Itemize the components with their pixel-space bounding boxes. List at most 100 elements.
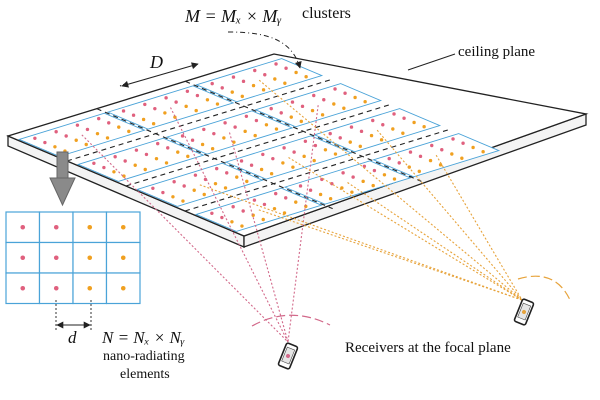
nano-element xyxy=(289,115,293,119)
nano-element xyxy=(202,192,206,197)
nano-element xyxy=(338,136,342,140)
nano-element xyxy=(230,220,234,224)
nano-element xyxy=(245,179,249,184)
nano-element xyxy=(190,138,195,142)
nano-element xyxy=(259,167,264,172)
nano-element xyxy=(401,131,405,135)
nano-element xyxy=(422,125,426,129)
nano-element xyxy=(274,62,278,66)
nano-element xyxy=(121,109,126,113)
nano-element xyxy=(215,166,219,171)
nano-element xyxy=(144,152,149,157)
nano-element xyxy=(263,73,267,77)
nano-element xyxy=(261,217,265,222)
nano-element xyxy=(156,141,160,146)
nano-element xyxy=(430,143,434,148)
receiver-arc-left xyxy=(251,314,331,327)
nano-element xyxy=(397,161,401,165)
grid-line xyxy=(184,128,452,212)
focus-ray xyxy=(347,182,523,301)
nano-element xyxy=(131,113,136,117)
nano-element xyxy=(186,154,190,159)
nano-element xyxy=(320,113,325,117)
nano-element xyxy=(143,167,147,172)
nano-element xyxy=(210,211,214,215)
period-label-D: D xyxy=(150,52,163,72)
nano-element xyxy=(75,123,80,127)
elements-label-line2: elements xyxy=(120,367,170,382)
nano-element xyxy=(303,139,308,143)
nano-element xyxy=(349,125,354,129)
nano-element xyxy=(333,87,337,91)
nano-element xyxy=(412,120,416,125)
nano-element xyxy=(182,184,186,188)
nano-element xyxy=(105,136,110,140)
focus-ray xyxy=(228,132,289,343)
nano-element xyxy=(239,159,244,163)
nano-element xyxy=(253,133,257,138)
nano-element xyxy=(298,184,303,188)
nano-element xyxy=(282,211,287,215)
nano-element xyxy=(372,168,377,173)
nano-element xyxy=(213,181,218,186)
nano-element xyxy=(117,125,121,129)
nano-element xyxy=(185,89,190,93)
nano-element xyxy=(348,140,352,144)
period-dimension xyxy=(119,62,199,88)
nano-element xyxy=(43,140,47,145)
nano-element xyxy=(240,224,244,228)
nano-element xyxy=(341,171,345,175)
nano-element xyxy=(371,183,375,188)
nano-element xyxy=(451,137,455,141)
nano-element xyxy=(102,165,106,170)
nano-element xyxy=(350,190,354,194)
nano-element xyxy=(87,224,93,230)
nano-element xyxy=(176,150,180,154)
focus-ray xyxy=(258,209,523,301)
nano-element xyxy=(113,155,117,159)
element-spacing-dimension xyxy=(55,300,92,330)
nano-element xyxy=(273,77,277,81)
nano-element xyxy=(151,122,156,126)
nano-element xyxy=(343,91,347,95)
nano-element xyxy=(392,112,396,116)
nano-element xyxy=(312,93,316,98)
nano-element xyxy=(274,127,279,131)
nano-element xyxy=(251,83,256,88)
nano-element xyxy=(318,192,323,197)
nano-element xyxy=(107,121,111,125)
nano-element xyxy=(302,154,306,159)
ceiling-plane-label: ceiling plane xyxy=(458,44,536,60)
nano-element xyxy=(153,106,157,111)
nano-element xyxy=(333,152,338,156)
nano-element xyxy=(391,127,395,131)
focus-ray xyxy=(376,129,523,301)
nano-element xyxy=(112,170,116,174)
nano-element xyxy=(481,150,485,154)
nano-element xyxy=(84,142,88,147)
ceiling-pointer xyxy=(407,53,456,71)
nano-element xyxy=(281,161,285,165)
nano-element xyxy=(290,100,295,104)
nano-element xyxy=(428,158,433,163)
nano-element xyxy=(53,145,57,149)
nano-element xyxy=(154,156,159,161)
nano-element xyxy=(240,94,244,99)
nano-element xyxy=(274,191,278,196)
nano-element xyxy=(418,154,423,159)
nano-element xyxy=(342,106,346,110)
nano-element xyxy=(92,161,96,165)
nano-element xyxy=(87,285,93,291)
nano-element xyxy=(87,255,93,261)
nano-element xyxy=(120,285,126,291)
nano-element xyxy=(294,200,298,204)
nano-element xyxy=(244,114,249,118)
nano-element xyxy=(181,199,185,203)
nano-element xyxy=(291,165,295,169)
nano-element xyxy=(195,93,200,98)
nano-element xyxy=(215,102,220,106)
nano-element xyxy=(161,190,165,195)
nano-element xyxy=(192,188,196,192)
nano-element xyxy=(387,156,391,161)
